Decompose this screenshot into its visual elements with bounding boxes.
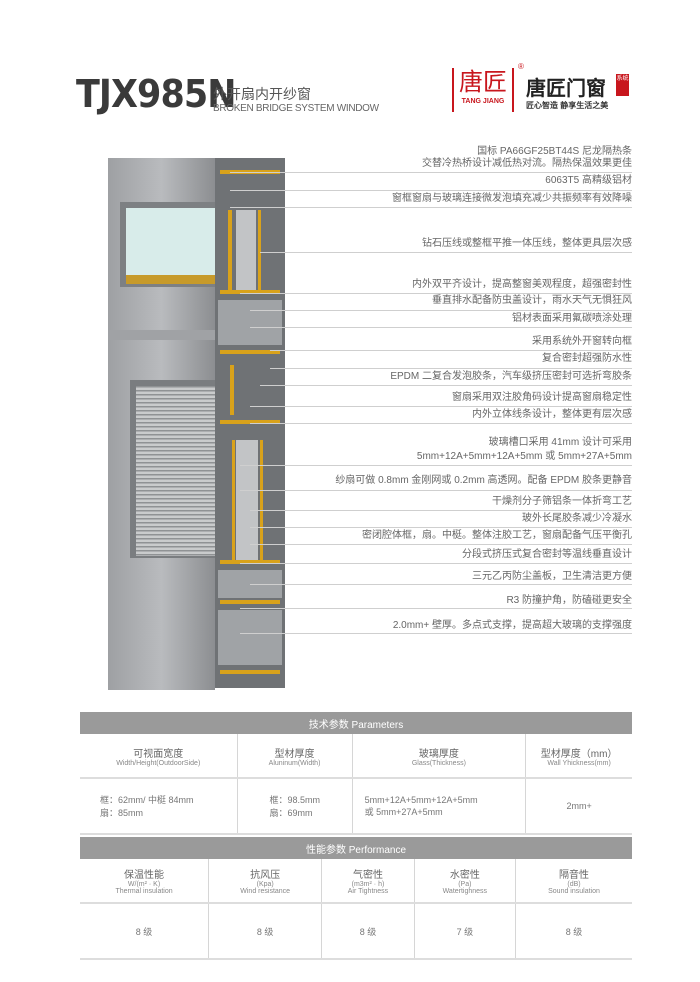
callout-leader-line bbox=[260, 385, 632, 386]
brand-badge: 系统 bbox=[616, 74, 629, 96]
feature-callout: 国标 PA66GF25BT44S 尼龙隔热条 bbox=[477, 146, 632, 157]
callout-leader-line bbox=[270, 368, 632, 369]
callout-leader-line bbox=[230, 172, 632, 173]
callout-leader-line bbox=[250, 510, 632, 511]
callout-leader-line bbox=[240, 608, 632, 609]
model-number: TJX985N bbox=[76, 72, 237, 116]
callout-leader-line bbox=[250, 406, 632, 407]
callout-leader-line bbox=[240, 490, 632, 491]
registered-mark: ® bbox=[518, 62, 524, 71]
feature-callout: 2.0mm+ 壁厚。多点式支撑，提高超大玻璃的支撑强度 bbox=[392, 620, 632, 631]
callout-leader-line bbox=[240, 633, 632, 634]
feature-callout: 纱扇可做 0.8mm 金刚网或 0.2mm 高透网。配备 EPDM 胶条更静音 bbox=[335, 475, 632, 486]
feature-callout: 内外双平齐设计，提高整窗美观程度，超强密封性 bbox=[412, 279, 632, 290]
product-title-cn: 外开扇内开纱窗 bbox=[213, 86, 311, 102]
perf-value: 7 级 bbox=[414, 903, 517, 960]
callout-leader-line bbox=[240, 563, 632, 564]
feature-callout: 垂直排水配备防虫盖设计，雨水天气无惧狂风 bbox=[432, 295, 632, 306]
feature-callout: EPDM 二复合发泡胶条，汽车级挤压密封可选折弯胶条 bbox=[390, 371, 632, 382]
feature-callout: 窗扇采用双注胶角码设计提高窗扇稳定性 bbox=[452, 392, 632, 403]
feature-callout: 采用系统外开窗转向框 bbox=[532, 336, 632, 347]
callout-leader-line bbox=[250, 527, 632, 528]
perf-value: 8 级 bbox=[515, 903, 632, 960]
callout-leader-line bbox=[240, 293, 632, 294]
callout-leader-line bbox=[250, 327, 632, 328]
perf-header: 水密性(Pa)Watertighness bbox=[414, 859, 517, 904]
feature-callout: 干燥剂分子筛铝条一体折弯工艺 bbox=[492, 496, 632, 507]
feature-callout: 三元乙丙防尘盖板，卫生清洁更方便 bbox=[472, 571, 632, 582]
param-header: 型材厚度（mm）Wall Yhickness(mm) bbox=[525, 734, 632, 779]
callout-leader-line bbox=[250, 310, 632, 311]
param-value: 2mm+ bbox=[525, 778, 632, 835]
feature-callout: 窗框窗扇与玻璃连接微发泡填充减少共振频率有效降噪 bbox=[392, 193, 632, 204]
callout-leader-line bbox=[250, 544, 632, 545]
window-cross-section-illustration bbox=[108, 158, 285, 690]
perf-value: 8 级 bbox=[208, 903, 323, 960]
feature-callout: 铝材表面采用氟碳喷涂处理 bbox=[512, 313, 632, 324]
feature-callout: R3 防撞护角，防磕碰更安全 bbox=[506, 595, 632, 606]
brand-name: 唐匠门窗 bbox=[526, 78, 606, 100]
callout-leader-line bbox=[230, 207, 632, 208]
callout-leader-line bbox=[270, 350, 632, 351]
callout-leader-line bbox=[250, 423, 632, 424]
perf-header: 抗风压(Kpa)Wind resistance bbox=[208, 859, 323, 904]
callout-leader-line bbox=[230, 190, 632, 191]
brand-slogan: 匠心智造 静享生活之美 bbox=[526, 101, 609, 110]
feature-callout: 6063T5 高精级铝材 bbox=[545, 175, 632, 186]
feature-callout: 复合密封超强防水性 bbox=[542, 353, 632, 364]
feature-callout: 密闭腔体框，扇。中梃。整体注胶工艺，窗扇配备气压平衡孔 bbox=[362, 530, 632, 541]
feature-callout: 钻石压线或整框平推一体压线，整体更具层次感 bbox=[422, 238, 632, 249]
perf-value: 8 级 bbox=[80, 903, 210, 960]
parameters-title: 技术参数 Parameters bbox=[80, 712, 632, 734]
callout-leader-line bbox=[260, 252, 632, 253]
feature-callout: 交替冷热桥设计减低热对流。隔热保温效果更佳 bbox=[422, 158, 632, 169]
feature-callout: 玻璃槽口采用 41mm 设计可采用 bbox=[488, 437, 632, 448]
perf-header: 隔音性(dB)Sound insulation bbox=[515, 859, 632, 904]
perf-header: 气密性(m3m² · h)Air Tightness bbox=[321, 859, 415, 904]
feature-callout: 5mm+12A+5mm+12A+5mm 或 5mm+27A+5mm bbox=[416, 451, 632, 462]
callout-leader-line bbox=[250, 584, 632, 585]
feature-callout: 玻外长尾胶条减少冷凝水 bbox=[522, 513, 632, 524]
feature-callout: 分段式挤压式复合密封等温线垂直设计 bbox=[462, 549, 632, 560]
product-title-en: BROKEN BRIDGE SYSTEM WINDOW bbox=[213, 103, 379, 114]
performance-title: 性能参数 Performance bbox=[80, 837, 632, 859]
perf-value: 8 级 bbox=[321, 903, 415, 960]
callout-leader-line bbox=[240, 465, 632, 466]
feature-callout: 内外立体线条设计，整体更有层次感 bbox=[472, 409, 632, 420]
